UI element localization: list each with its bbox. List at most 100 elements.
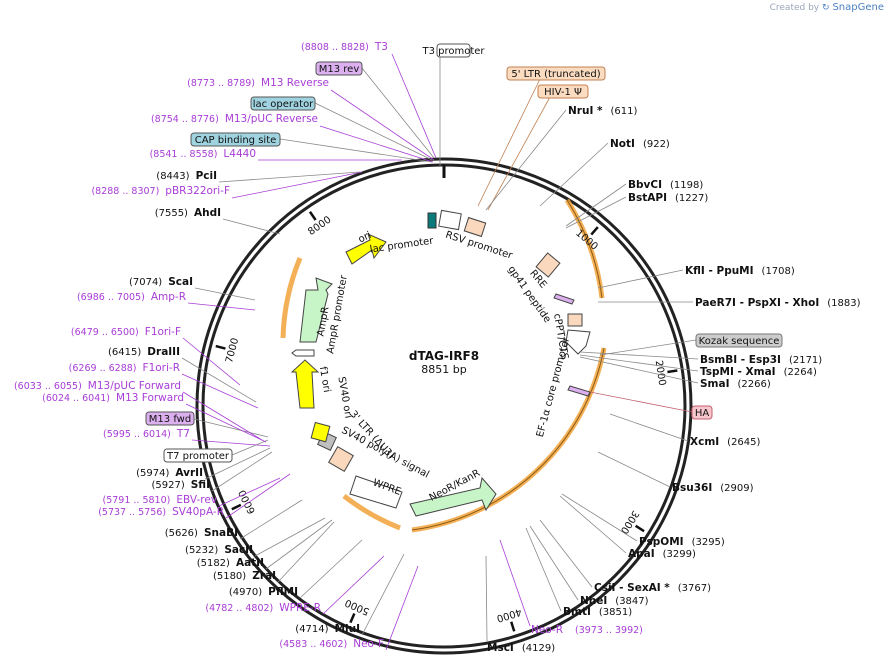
- enzyme-label: (6415) DraIII: [108, 346, 180, 358]
- leader-line: [314, 102, 433, 161]
- primer-range: (5791 .. 5810): [103, 495, 171, 506]
- primer-label: (8773 .. 8789)M13 Reverse: [187, 77, 329, 89]
- enzyme-label: NotI (922): [610, 138, 670, 150]
- gp41-peptide-shape: [553, 293, 575, 305]
- enzyme-name: NheI: [580, 595, 607, 607]
- leader-lines: [181, 50, 699, 651]
- primer-name: L4440: [223, 148, 256, 160]
- tick-label: 7000: [224, 337, 241, 364]
- orf-arc-big-inner: [411, 347, 605, 531]
- enzyme-label: NruI *(611): [568, 105, 637, 117]
- leader-line: [182, 337, 241, 386]
- enzyme-position: (4129): [522, 643, 555, 654]
- leader-line: [277, 521, 335, 583]
- leader-line: [182, 391, 263, 441]
- primer-range: (6479 .. 6500): [71, 327, 139, 338]
- ha-tag-shape: [567, 385, 591, 397]
- enzyme-name: NotI: [610, 138, 635, 150]
- enzyme-label: (5927) SfiI: [151, 479, 210, 491]
- leader-line: [579, 354, 699, 372]
- tick-mark: [510, 621, 516, 632]
- leader-line: [477, 78, 541, 207]
- leader-line: [579, 356, 699, 384]
- primer-label: (5995 .. 6014)T7: [103, 428, 190, 440]
- leader-line: [279, 138, 433, 163]
- enzyme-position: (2171): [789, 355, 822, 366]
- leader-line: [487, 96, 551, 211]
- leader-line: [565, 183, 627, 227]
- backbone-outer: [195, 157, 693, 655]
- enzyme-name: AvrII: [175, 467, 203, 479]
- feature-box-label: 5' LTR (truncated): [511, 69, 600, 80]
- leader-line: [525, 527, 562, 612]
- snapgene-logo-icon: ↻: [822, 3, 830, 13]
- neor-kanr-shape: [409, 476, 497, 517]
- snapgene-credit: Created by ↻ SnapGene: [770, 2, 884, 13]
- feature-box-label: HA: [695, 408, 710, 419]
- enzyme-position: (4970): [229, 587, 262, 598]
- enzyme-position: (6415): [108, 347, 141, 358]
- enzyme-position: (5180): [213, 571, 246, 582]
- leader-line: [218, 171, 361, 183]
- feature-box: [250, 96, 316, 111]
- leader-line: [529, 525, 579, 601]
- primer-range: (8754 .. 8776): [151, 114, 219, 125]
- enzyme-name: DraIII: [147, 346, 180, 358]
- tick-mark: [349, 612, 356, 624]
- enzyme-label: KflI - PpuMI(1708): [685, 265, 795, 277]
- sv40-ori-shape: [310, 421, 331, 443]
- primer-name: T3: [374, 41, 388, 53]
- enzyme-name: SfiI: [191, 479, 210, 491]
- primer-name: pBR322ori-F: [165, 185, 230, 197]
- enzyme-position: (8443): [156, 171, 189, 182]
- enzyme-label: BmtI(3851): [563, 606, 632, 618]
- primer-range: (4782 .. 4802): [205, 603, 273, 614]
- primer-name: F1ori-R: [143, 362, 180, 374]
- inner-feature-label: f1 ori: [317, 366, 332, 394]
- leader-line: [561, 493, 638, 542]
- enzyme-position: (3767): [678, 583, 711, 594]
- leader-line: [187, 302, 256, 311]
- leader-line: [539, 519, 593, 588]
- rsv-promoter-shape: [463, 216, 487, 238]
- enzyme-position: (922): [643, 139, 670, 150]
- primer-range: (6033 .. 6055): [14, 381, 82, 392]
- enzyme-label: CsiI - SexAI *(3767): [594, 582, 711, 594]
- enzyme-position: (7555): [155, 208, 188, 219]
- tick-mark: [667, 369, 678, 374]
- plasmid-name: dTAG-IRF8: [409, 349, 479, 363]
- primer-name: M13/pUC Forward: [88, 380, 181, 392]
- enzyme-position: (5974): [136, 468, 169, 479]
- enzyme-label: (5180)ZraI: [213, 570, 276, 582]
- feature-box-label: M13 rev: [319, 64, 360, 75]
- primer-label: (6269 .. 6288)F1ori-R: [69, 362, 180, 374]
- enzyme-label: PspOMI (3295): [639, 536, 725, 548]
- enzyme-position: (3295): [692, 537, 725, 548]
- primer-name: F1ori-F: [145, 326, 181, 338]
- lac-promoter-shape: [438, 209, 462, 231]
- enzyme-position: (5182): [197, 558, 230, 569]
- enzyme-label: Bsu36I(2909): [672, 482, 754, 494]
- lac-cluster-mark: [427, 212, 437, 229]
- leader-line: [579, 351, 699, 360]
- enzyme-name: NruI *: [568, 105, 603, 117]
- enzyme-label: SmaI(2266): [700, 378, 771, 390]
- enzyme-position: (1198): [670, 180, 703, 191]
- primer-name: M13 Forward: [116, 392, 184, 404]
- primer-range: (6986 .. 7005): [77, 292, 145, 303]
- enzyme-position: (5927): [151, 480, 184, 491]
- enzyme-position: (1708): [762, 266, 795, 277]
- enzyme-position: (2266): [738, 379, 771, 390]
- primer-label: (6479 .. 6500) F1ori-F: [71, 326, 181, 338]
- leader-line: [599, 339, 697, 356]
- primer-range: (5995 .. 6014): [103, 429, 171, 440]
- leader-line: [204, 447, 271, 480]
- tick-label: 4000: [495, 606, 523, 624]
- primer-range: (8541 .. 8558): [150, 149, 218, 160]
- orf-arc-right: [564, 198, 605, 299]
- enzyme-name: PflMI: [268, 586, 298, 598]
- leader-line: [218, 477, 281, 507]
- enzyme-name: PspOMI: [639, 536, 684, 548]
- enzyme-label: PaeR7I - PspXI - XhoI(1883): [695, 297, 861, 309]
